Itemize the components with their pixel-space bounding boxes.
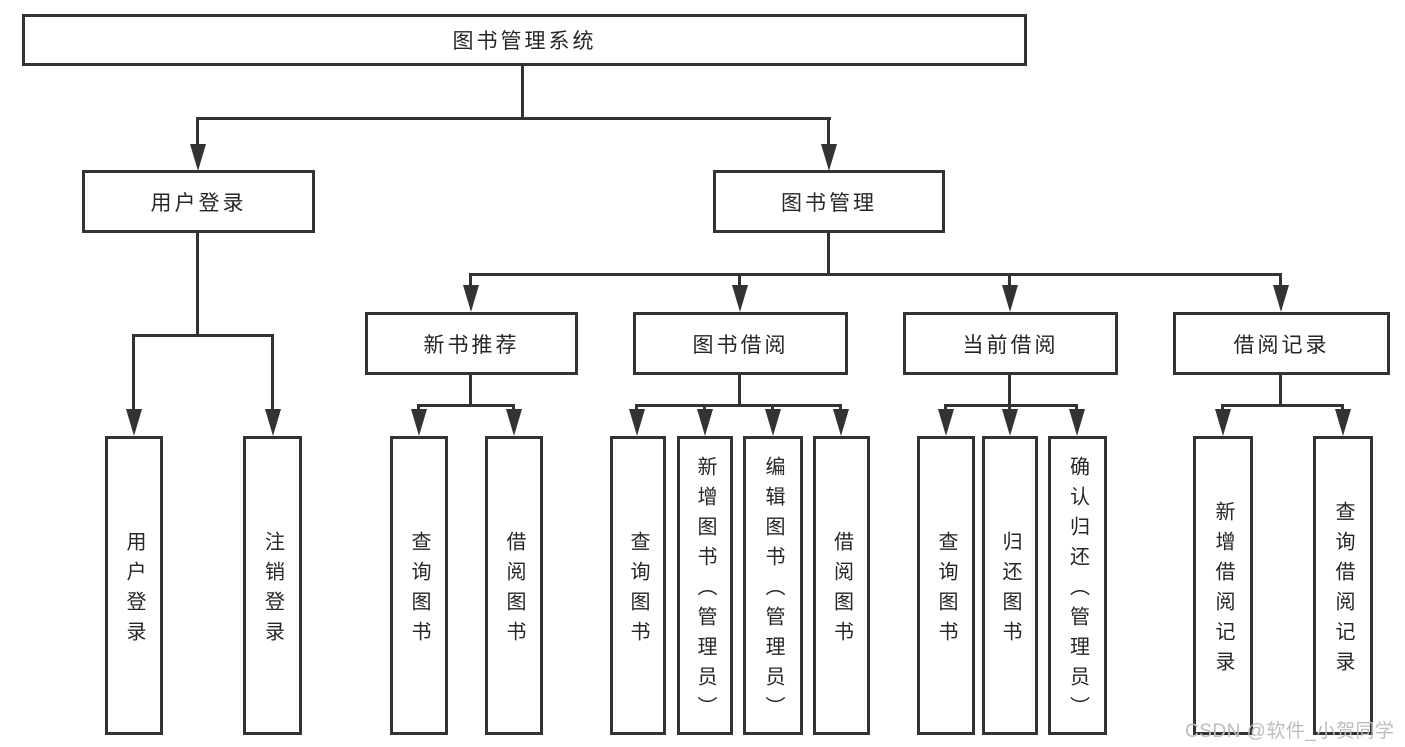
- leaf-return-books: 归还图书: [982, 436, 1038, 735]
- arrowhead-down-icon: [821, 144, 837, 171]
- connector-line-v: [827, 117, 830, 146]
- connector-line-v: [1008, 404, 1011, 413]
- node-borrow-records: 借阅记录: [1173, 312, 1390, 375]
- connector-line-h: [418, 404, 515, 407]
- node-book-borrow: 图书借阅: [633, 312, 848, 375]
- arrowhead-down-icon: [1273, 285, 1289, 312]
- connector-line-v: [635, 404, 638, 413]
- connector-line-h: [945, 404, 1078, 407]
- leaf-query-books-recommend: 查询图书: [390, 436, 448, 735]
- leaf-confirm-return-admin: 确认归还（管理员）: [1048, 436, 1107, 735]
- connector-line-h: [197, 117, 831, 120]
- connector-line-h: [133, 334, 274, 337]
- arrowhead-down-icon: [1215, 409, 1231, 436]
- connector-line-v: [512, 404, 515, 413]
- node-label: 图书管理: [781, 191, 877, 215]
- node-label: 图书管理系统: [452, 30, 597, 53]
- node-label: 当前借阅: [962, 333, 1059, 357]
- connector-line-v: [944, 404, 947, 413]
- leaf-add-borrow-record: 新增借阅记录: [1193, 436, 1253, 735]
- leaf-edit-books-admin: 编辑图书（管理员）: [743, 436, 803, 735]
- node-label: 新增借阅记录: [1212, 500, 1234, 681]
- node-label: 借阅记录: [1233, 333, 1330, 357]
- connector-line-h: [636, 404, 842, 407]
- connector-line-v: [1075, 404, 1078, 413]
- connector-line-v: [132, 334, 135, 411]
- connector-line-h: [1222, 404, 1344, 407]
- arrowhead-down-icon: [1002, 409, 1018, 436]
- leaf-user-login: 用户登录: [105, 436, 163, 735]
- connector-line-v: [839, 404, 842, 413]
- arrowhead-down-icon: [506, 409, 522, 436]
- arrowhead-down-icon: [732, 285, 748, 312]
- arrowhead-down-icon: [833, 409, 849, 436]
- arrowhead-down-icon: [190, 144, 206, 171]
- leaf-logout: 注销登录: [243, 436, 302, 735]
- node-user-login: 用户登录: [82, 170, 315, 233]
- leaf-borrow-books: 借阅图书: [813, 436, 870, 735]
- arrowhead-down-icon: [765, 409, 781, 436]
- node-label: 注销登录: [261, 530, 284, 651]
- node-label: 新书推荐: [423, 333, 520, 357]
- connector-line-v: [469, 375, 472, 406]
- connector-line-v: [417, 404, 420, 413]
- node-label: 确认归还（管理员）: [1066, 455, 1089, 726]
- node-label: 用户登录: [150, 191, 247, 215]
- leaf-query-books-current: 查询图书: [917, 436, 975, 735]
- node-label: 新增图书（管理员）: [694, 455, 716, 726]
- connector-line-v: [703, 404, 706, 413]
- arrowhead-down-icon: [265, 409, 281, 436]
- leaf-borrow-books-recommend: 借阅图书: [485, 436, 543, 735]
- arrowhead-down-icon: [463, 285, 479, 312]
- connector-line-v: [1008, 273, 1011, 287]
- connector-line-v: [1221, 404, 1224, 413]
- connector-line-v: [196, 233, 199, 337]
- arrowhead-down-icon: [938, 409, 954, 436]
- node-label: 查询图书: [408, 530, 430, 651]
- watermark-text: CSDN @软件_小贺同学: [1185, 721, 1395, 742]
- node-label: 图书借阅: [692, 333, 789, 357]
- connector-line-v: [469, 273, 472, 287]
- node-current-borrow: 当前借阅: [903, 312, 1118, 375]
- connector-line-v: [1008, 375, 1011, 406]
- connector-line-v: [771, 404, 774, 413]
- connector-line-v: [271, 334, 274, 411]
- node-label: 查询图书: [935, 530, 957, 651]
- connector-line-v: [738, 273, 741, 287]
- node-label: 查询图书: [627, 530, 649, 651]
- node-book-management-system: 图书管理系统: [22, 14, 1027, 66]
- arrowhead-down-icon: [697, 409, 713, 436]
- node-label: 归还图书: [999, 530, 1021, 651]
- connector-line-v: [738, 375, 741, 406]
- node-book-management: 图书管理: [713, 170, 945, 233]
- node-label: 查询借阅记录: [1332, 500, 1354, 681]
- connector-line-v: [1279, 273, 1282, 287]
- leaf-query-borrow-record: 查询借阅记录: [1313, 436, 1373, 735]
- connector-line-v: [521, 66, 524, 120]
- connector-line-h: [469, 273, 1282, 276]
- arrowhead-down-icon: [126, 409, 142, 436]
- node-label: 用户登录: [123, 530, 145, 651]
- arrowhead-down-icon: [629, 409, 645, 436]
- arrowhead-down-icon: [1069, 409, 1085, 436]
- connector-line-v: [1279, 375, 1282, 406]
- node-label: 借阅图书: [503, 530, 525, 651]
- node-label: 借阅图书: [830, 530, 853, 651]
- node-label: 编辑图书（管理员）: [762, 455, 784, 726]
- leaf-add-books-admin: 新增图书（管理员）: [677, 436, 733, 735]
- connector-line-v: [196, 117, 199, 146]
- node-new-book-recommend: 新书推荐: [365, 312, 578, 375]
- arrowhead-down-icon: [1002, 285, 1018, 312]
- connector-line-v: [1341, 404, 1344, 413]
- arrowhead-down-icon: [411, 409, 427, 436]
- connector-line-v: [827, 233, 830, 276]
- leaf-query-books-borrow: 查询图书: [610, 436, 666, 735]
- arrowhead-down-icon: [1335, 409, 1351, 436]
